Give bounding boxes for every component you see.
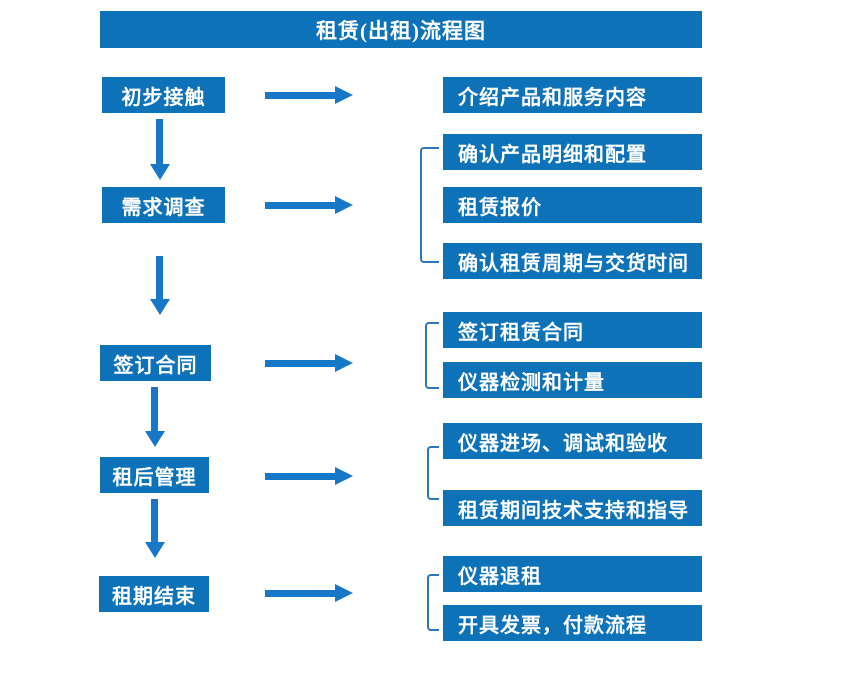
right-arrow-icon (265, 196, 353, 214)
detail-box-confirm-product-config: 确认产品明细和配置 (443, 134, 702, 170)
step-box-sign-contract: 签订合同 (100, 345, 211, 381)
down-arrow-icon (144, 499, 165, 558)
step-box-initial-contact: 初步接触 (102, 77, 225, 113)
detail-box-rental-quotation: 租赁报价 (443, 187, 702, 223)
group-bracket-icon (427, 574, 439, 631)
step-box-rental-end: 租期结束 (99, 576, 209, 612)
down-arrow-icon (149, 119, 170, 180)
detail-box-tech-support-guidance: 租赁期间技术支持和指导 (443, 490, 702, 526)
group-bracket-icon (420, 147, 439, 263)
detail-box-sign-rental-contract: 签订租赁合同 (443, 312, 702, 348)
flowchart-title: 租赁(出租)流程图 (100, 11, 702, 48)
right-arrow-icon (265, 86, 353, 104)
step-box-demand-survey: 需求调查 (102, 187, 225, 223)
detail-box-instrument-return: 仪器退租 (443, 556, 702, 592)
right-arrow-icon (265, 467, 353, 485)
group-bracket-icon (425, 322, 439, 389)
down-arrow-icon (144, 387, 165, 447)
detail-box-confirm-period-delivery: 确认租赁周期与交货时间 (443, 243, 702, 279)
detail-box-instrument-setup-acceptance: 仪器进场、调试和验收 (443, 423, 702, 459)
down-arrow-icon (149, 256, 170, 315)
right-arrow-icon (265, 584, 353, 602)
detail-box-invoice-payment: 开具发票，付款流程 (443, 605, 702, 641)
detail-box-introduce-products-services: 介绍产品和服务内容 (443, 77, 702, 113)
detail-box-instrument-test-calibrate: 仪器检测和计量 (443, 362, 702, 398)
group-bracket-icon (427, 446, 439, 500)
right-arrow-icon (265, 354, 353, 372)
step-box-post-rental-management: 租后管理 (100, 457, 209, 493)
